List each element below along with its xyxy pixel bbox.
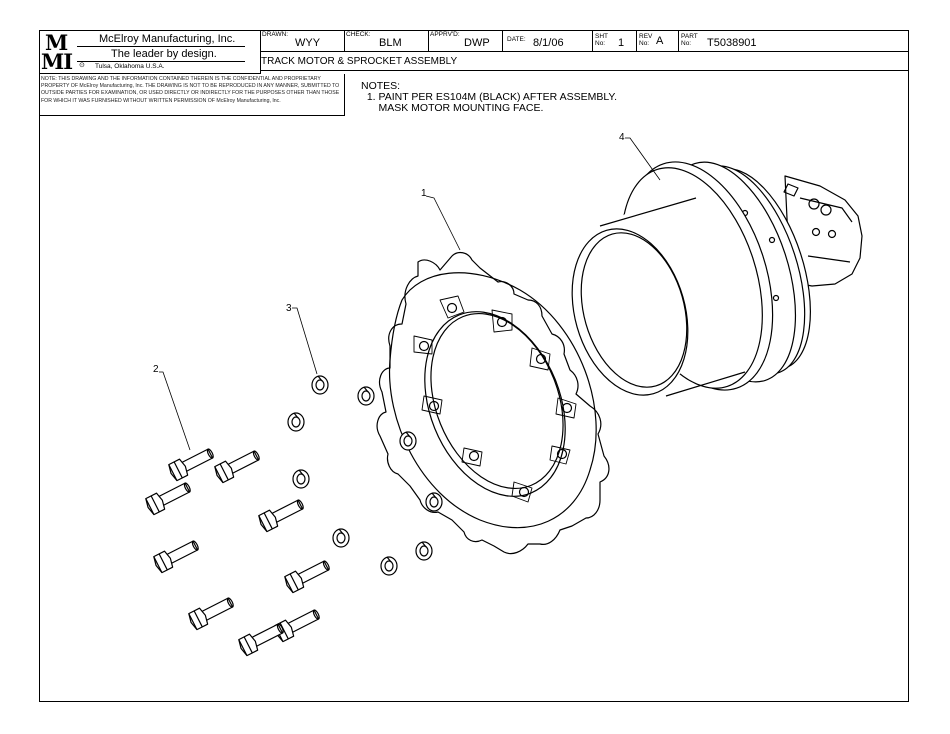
drawn-label: DRAWN: xyxy=(262,31,289,38)
balloon-4: 4 xyxy=(619,132,625,143)
drawing-title: TRACK MOTOR & SPROCKET ASSEMBLY xyxy=(261,56,458,67)
balloon-3: 3 xyxy=(286,303,292,314)
balloon-2: 2 xyxy=(153,364,159,375)
company-cell: M MI McElroy Manufacturing, Inc. The lea… xyxy=(39,30,261,74)
lock-washers xyxy=(287,375,443,576)
sheet-value: 1 xyxy=(618,37,625,49)
rev-label: REV xyxy=(639,33,653,40)
part-label: PART xyxy=(681,33,698,40)
date-label: DATE: xyxy=(507,36,526,43)
tm-icon: ⊙ xyxy=(79,62,85,69)
confidential-cell xyxy=(39,74,345,116)
logo-bottom: MI xyxy=(41,49,73,74)
sprocket xyxy=(376,251,610,555)
company-tagline: The leader by design. xyxy=(111,48,217,60)
company-name: McElroy Manufacturing, Inc. xyxy=(99,33,236,45)
apprvd-cell: APPRV'D: DWP xyxy=(429,30,503,52)
check-label: CHECK: xyxy=(346,31,371,38)
track-motor xyxy=(571,161,863,397)
apprvd-label: APPRV'D: xyxy=(430,31,460,38)
rev-label-no: No: xyxy=(639,40,650,47)
logo-top: M xyxy=(45,30,68,55)
apprvd-value: DWP xyxy=(464,37,490,49)
title-block: M MI McElroy Manufacturing, Inc. The lea… xyxy=(39,30,909,116)
drawn-cell: DRAWN: WYY xyxy=(261,30,345,52)
drawing-border xyxy=(39,30,909,702)
check-cell: CHECK: BLM xyxy=(345,30,429,52)
sprocket-bolt-holes xyxy=(418,302,573,498)
balloon-1: 1 xyxy=(421,188,427,199)
sheet-label: SHT xyxy=(595,33,608,40)
part-number: T5038901 xyxy=(707,37,757,49)
divider xyxy=(77,61,245,62)
drawing-notes: NOTES: 1. PAINT PER ES104M (BLACK) AFTER… xyxy=(361,80,617,114)
sheet-label-no: No: xyxy=(595,40,606,47)
hex-cap-screws xyxy=(145,448,330,657)
part-cell: PART No: T5038901 xyxy=(679,30,909,52)
confidential-notice: NOTE: THIS DRAWING AND THE INFORMATION C… xyxy=(41,76,340,104)
mmi-logo: M MI xyxy=(41,32,75,72)
rev-cell: REV No: A xyxy=(637,30,679,52)
check-value: BLM xyxy=(379,37,402,49)
divider xyxy=(77,46,245,47)
rev-value: A xyxy=(656,35,664,47)
sheet-cell: SHT No: 1 xyxy=(593,30,637,52)
date-cell: DATE: 8/1/06 xyxy=(503,30,593,52)
date-value: 8/1/06 xyxy=(533,37,564,49)
part-label-no: No: xyxy=(681,40,692,47)
leader-lines xyxy=(159,137,661,451)
title-cell xyxy=(261,52,909,71)
drawn-value: WYY xyxy=(295,37,321,49)
company-city: Tulsa, Oklahoma U.S.A. xyxy=(95,63,165,70)
